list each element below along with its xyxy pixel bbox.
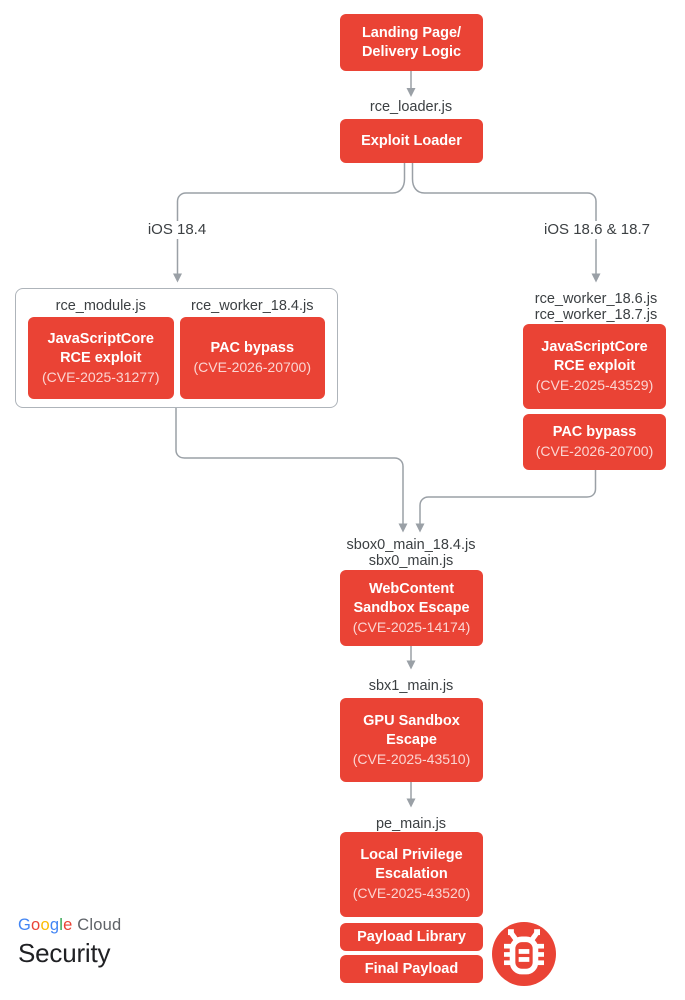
webcontent-sandbox-escape-box: WebContent Sandbox Escape (CVE-2025-1417… — [340, 570, 483, 646]
rce-worker-18-4-label: rce_worker_18.4.js — [191, 298, 314, 314]
rce-module-label: rce_module.js — [55, 298, 146, 314]
google-letter: G — [18, 916, 32, 934]
final-payload-label: Final Payload — [364, 960, 459, 977]
ios-18-4-exploit-group: rce_module.js JavaScriptCore RCE exploit… — [15, 288, 338, 408]
gpu-line2: Escape — [386, 731, 437, 748]
rce-worker-18-4-column: rce_worker_18.4.js PAC bypass (CVE-2026-… — [179, 298, 325, 399]
sbox0-main-18-4-label: sbox0_main_18.4.js — [341, 537, 481, 553]
jsc-rce-exploit-18-4-box: JavaScriptCore RCE exploit (CVE-2025-312… — [28, 317, 174, 399]
security-wordmark: Security — [18, 938, 111, 968]
cloud-word: Cloud — [77, 916, 122, 934]
pac-r-cve: (CVE-2026-20700) — [535, 443, 654, 459]
google-letter: g — [49, 916, 60, 934]
ios-18-6-18-7-branch-label: iOS 18.6 & 18.7 — [537, 221, 657, 239]
gpu-line1: GPU Sandbox — [363, 712, 460, 729]
pac-r-line1: PAC bypass — [552, 424, 637, 440]
pac-cve: (CVE-2026-20700) — [193, 359, 311, 375]
jsc-r-line1: JavaScriptCore — [541, 339, 648, 355]
jsc-line2: RCE exploit — [60, 349, 142, 366]
sbx0-main-label: sbx0_main.js — [363, 553, 459, 569]
webcontent-line1: WebContent — [368, 580, 455, 597]
pe-main-label: pe_main.js — [370, 816, 452, 832]
google-letter: o — [31, 916, 41, 934]
lpe-line1: Local Privilege — [360, 847, 463, 863]
webcontent-cve: (CVE-2025-14174) — [352, 618, 471, 635]
payload-library-box: Payload Library — [340, 923, 483, 951]
google-cloud-wordmark: Google Cloud — [18, 915, 121, 935]
rce-worker-18-7-label: rce_worker_18.7.js — [529, 307, 663, 323]
exploit-loader-box: Exploit Loader — [340, 119, 483, 163]
landing-page-box: Landing Page/ Delivery Logic — [340, 14, 483, 71]
lpe-cve: (CVE-2025-43520) — [352, 885, 471, 901]
exploit-loader-label: Exploit Loader — [361, 132, 462, 149]
jsc-r-line2: RCE exploit — [553, 358, 636, 374]
rce-module-column: rce_module.js JavaScriptCore RCE exploit… — [28, 299, 174, 399]
pac-bypass-18-6-box: PAC bypass (CVE-2026-20700) — [523, 414, 666, 470]
jsc-rce-exploit-18-6-box: JavaScriptCore RCE exploit (CVE-2025-435… — [523, 324, 666, 409]
local-privilege-escalation-box: Local Privilege Escalation (CVE-2025-435… — [340, 832, 483, 917]
final-payload-box: Final Payload — [340, 955, 483, 983]
landing-page-line2: Delivery Logic — [361, 43, 462, 60]
google-letter: e — [63, 916, 73, 934]
webcontent-line2: Sandbox Escape — [353, 599, 470, 616]
sbx1-main-label: sbx1_main.js — [363, 678, 459, 694]
lpe-line2: Escalation — [375, 866, 448, 882]
payload-library-label: Payload Library — [357, 928, 466, 945]
jsc-r-cve: (CVE-2025-43529) — [535, 377, 654, 393]
pac-line1: PAC bypass — [210, 340, 295, 356]
google-cloud-security-logo: Google Cloud Security — [18, 915, 121, 969]
gpu-cve: (CVE-2025-43510) — [352, 750, 471, 767]
google-letter: l — [59, 916, 64, 934]
gpu-sandbox-escape-box: GPU Sandbox Escape (CVE-2025-43510) — [340, 698, 483, 782]
rce-loader-label: rce_loader.js — [364, 99, 458, 115]
bug-icon — [492, 922, 556, 986]
ios-18-4-branch-label: iOS 18.4 — [140, 221, 214, 239]
rce-worker-18-6-label: rce_worker_18.6.js — [529, 291, 663, 307]
landing-page-line1: Landing Page/ — [361, 24, 462, 41]
jsc-line1: JavaScriptCore — [47, 330, 154, 347]
jsc-cve: (CVE-2025-31277) — [41, 368, 160, 385]
google-letter: o — [40, 916, 50, 934]
pac-bypass-18-4-box: PAC bypass (CVE-2026-20700) — [179, 317, 325, 399]
